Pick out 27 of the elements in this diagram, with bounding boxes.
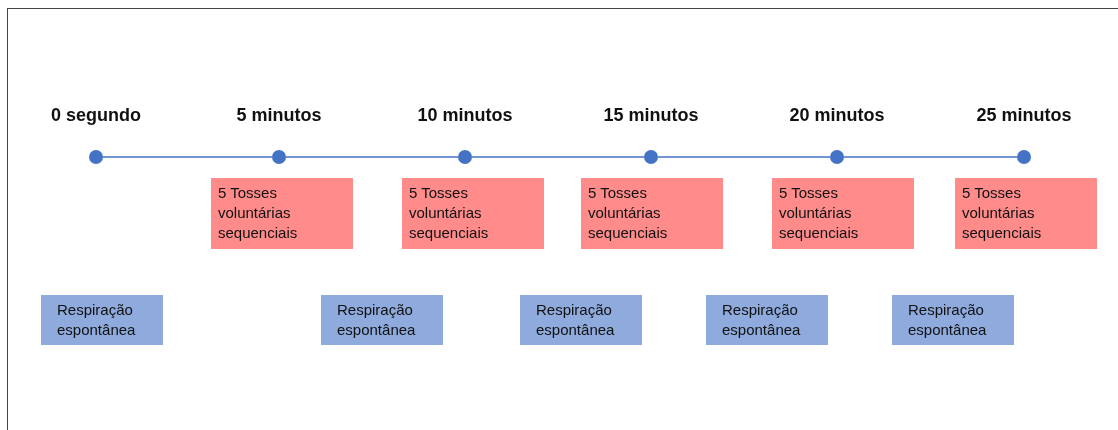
breathing-box: Respiração espontânea bbox=[892, 295, 1014, 345]
cough-box: 5 Tosses voluntárias sequenciais bbox=[581, 178, 723, 249]
cough-box: 5 Tosses voluntárias sequenciais bbox=[772, 178, 914, 249]
timeline-dot bbox=[830, 150, 844, 164]
timeline-dot bbox=[272, 150, 286, 164]
breathing-box: Respiração espontânea bbox=[41, 295, 163, 345]
timeline-line bbox=[471, 156, 645, 158]
breathing-box: Respiração espontânea bbox=[520, 295, 642, 345]
time-label: 20 minutos bbox=[789, 105, 885, 126]
cough-box: 5 Tosses voluntárias sequenciais bbox=[955, 178, 1097, 249]
timeline-dot bbox=[644, 150, 658, 164]
timeline-dot bbox=[89, 150, 103, 164]
cough-box: 5 Tosses voluntárias sequenciais bbox=[211, 178, 353, 249]
time-label: 10 minutos bbox=[417, 105, 513, 126]
timeline-dot bbox=[458, 150, 472, 164]
time-label: 15 minutos bbox=[603, 105, 699, 126]
time-label: 5 minutos bbox=[236, 105, 322, 126]
time-label: 0 segundo bbox=[51, 105, 141, 126]
timeline-line bbox=[102, 156, 273, 158]
cough-box: 5 Tosses voluntárias sequenciais bbox=[402, 178, 544, 249]
timeline-dot bbox=[1017, 150, 1031, 164]
timeline-line bbox=[843, 156, 1018, 158]
timeline-line bbox=[285, 156, 459, 158]
timeline-line bbox=[657, 156, 831, 158]
time-label: 25 minutos bbox=[976, 105, 1072, 126]
breathing-box: Respiração espontânea bbox=[321, 295, 443, 345]
breathing-box: Respiração espontânea bbox=[706, 295, 828, 345]
